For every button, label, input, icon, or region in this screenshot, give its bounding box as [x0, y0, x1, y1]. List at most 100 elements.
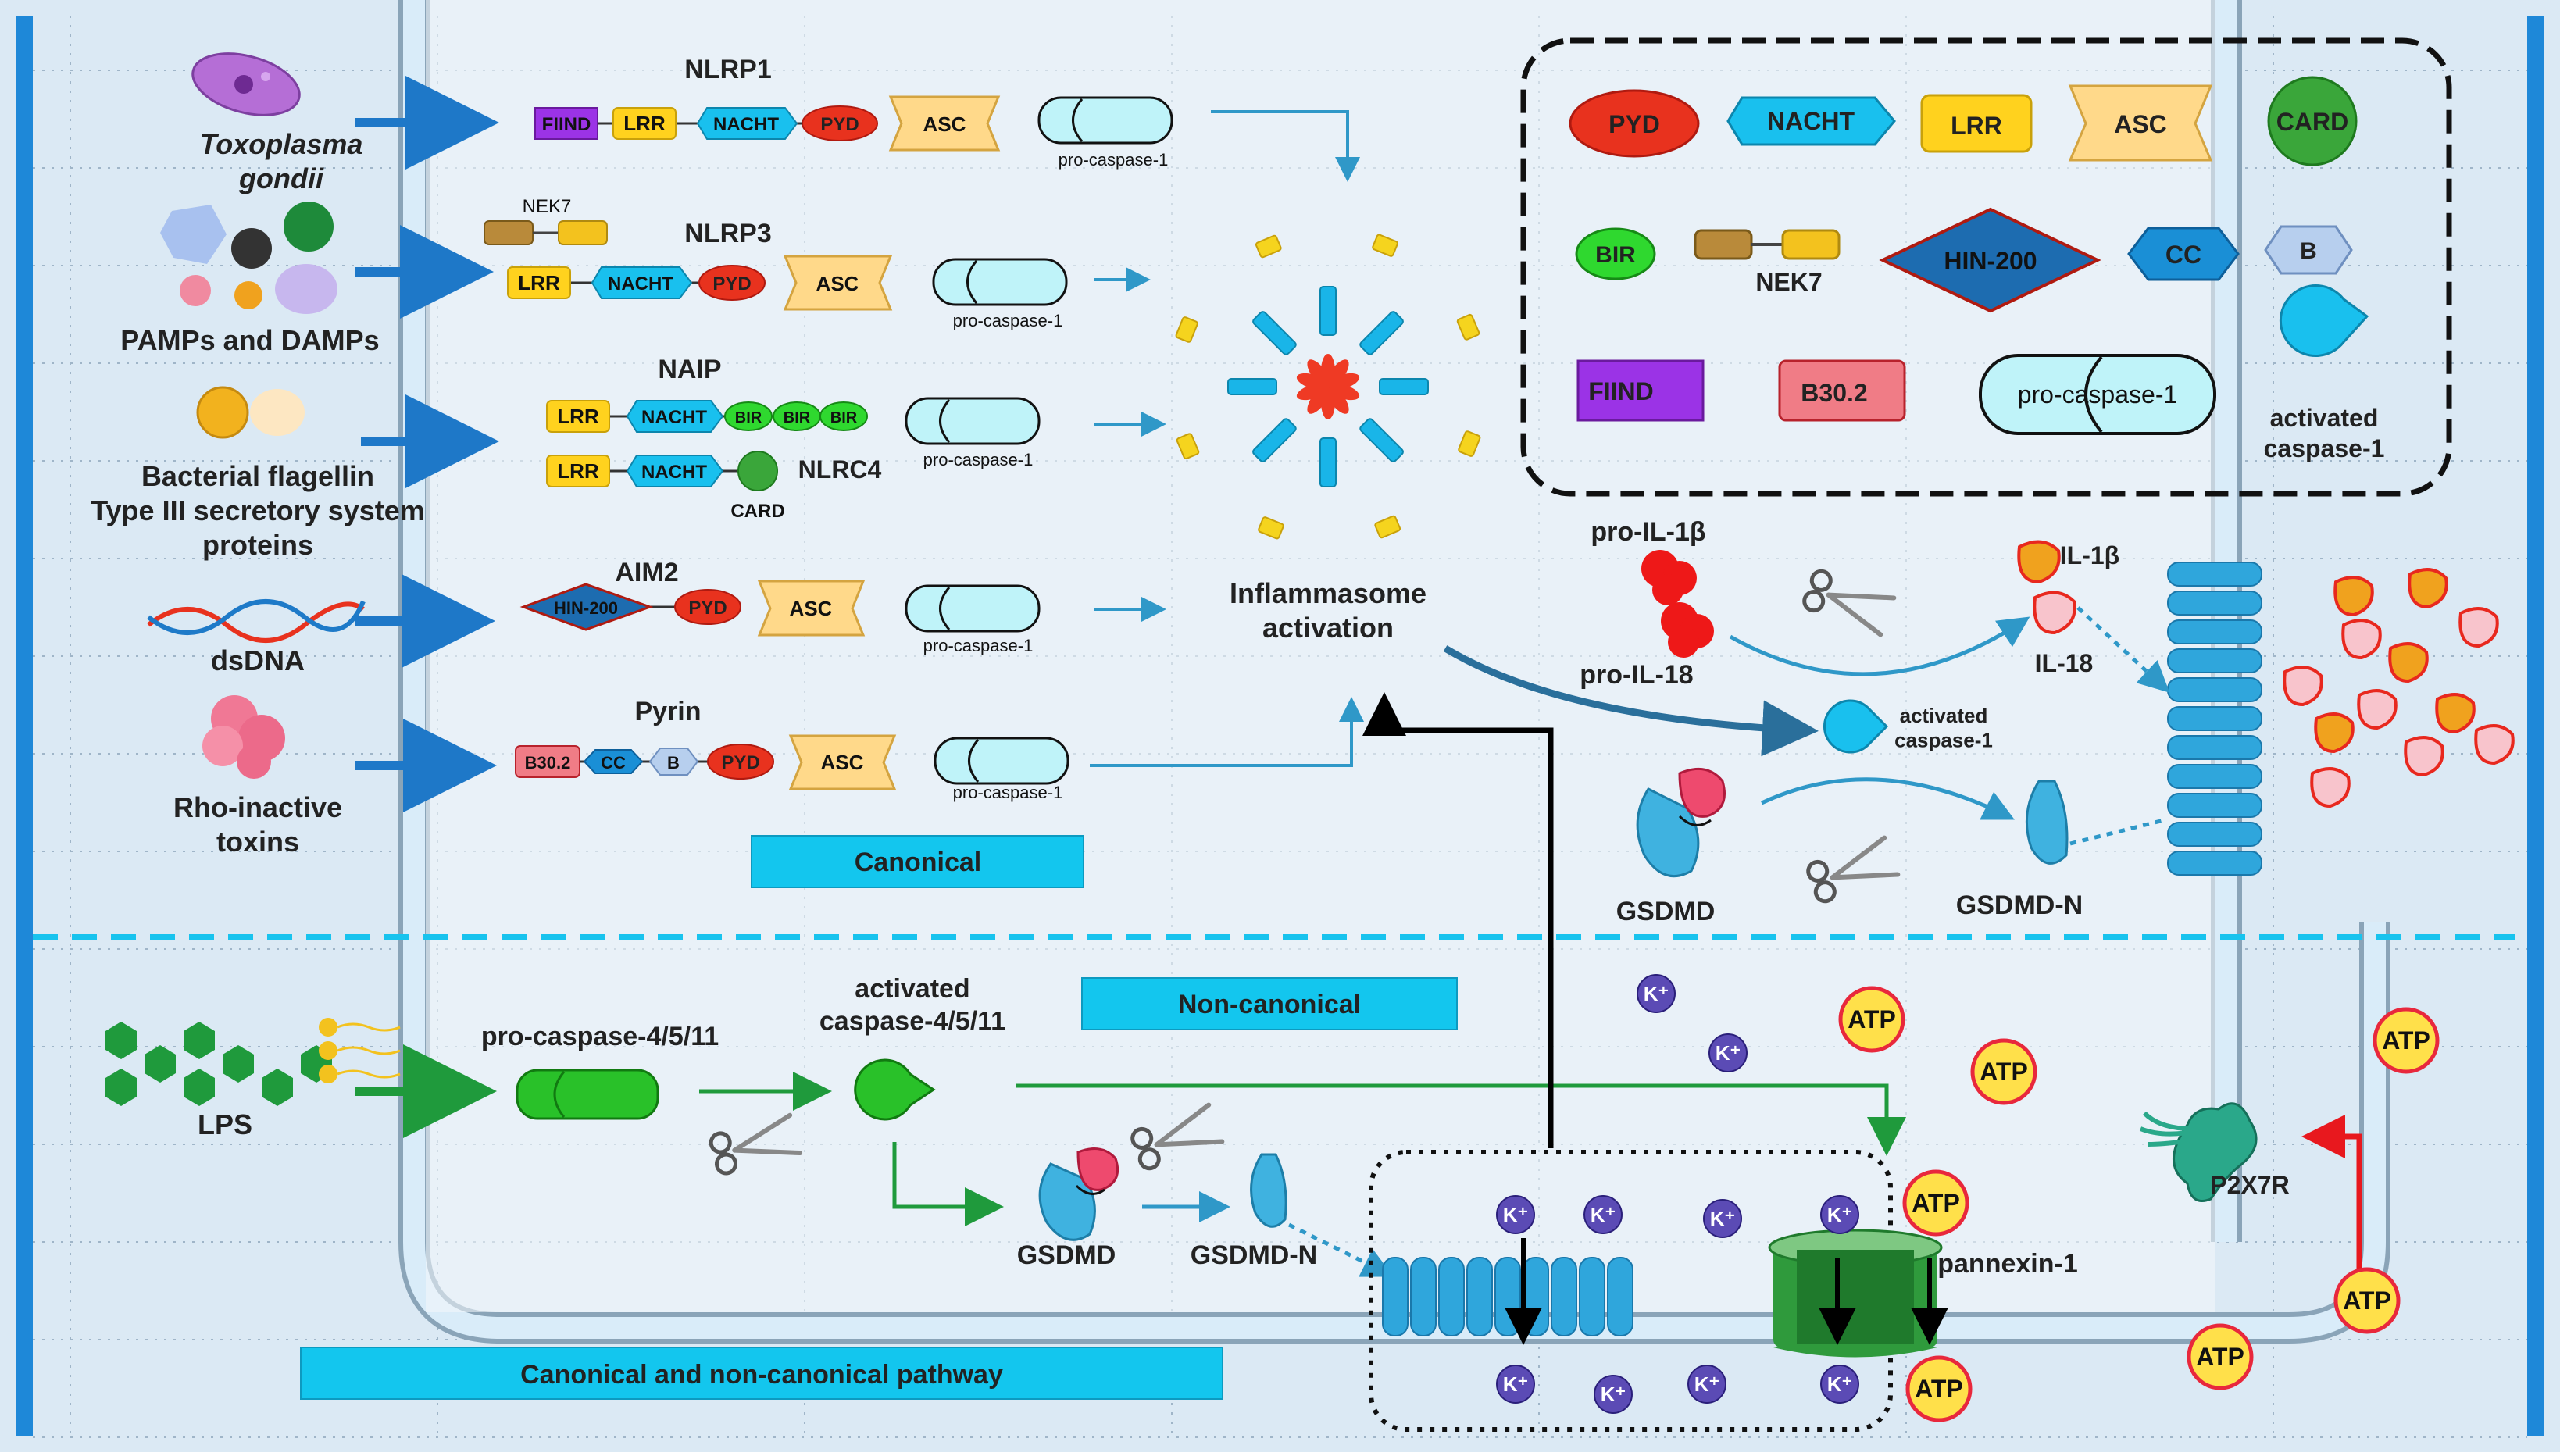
activated-caspase-1-icon	[1823, 699, 1889, 754]
pamps-damps-icon	[160, 202, 337, 314]
svg-text:CC: CC	[2165, 241, 2201, 269]
il1b-icon	[2017, 540, 2061, 584]
noncanonical-label: Non-canonical	[1178, 990, 1361, 1019]
nlrp1-asc: ASC	[888, 95, 1001, 152]
flagellin-icon	[196, 386, 305, 439]
svg-text:FIIND: FIIND	[542, 114, 591, 135]
nlrp1-complex: FIIND LRR NACHT PYD	[534, 105, 878, 141]
legend-lrr: LRR	[1920, 94, 2033, 153]
sensor-aim2-label: AIM2	[615, 558, 678, 587]
atp-molecule: ATP	[2187, 1323, 2254, 1390]
svg-text:pro-caspase-1: pro-caspase-1	[923, 636, 1034, 655]
legend-nek7: NEK7	[1694, 229, 1841, 296]
dsdna-icon	[147, 599, 366, 643]
gsdmd-n-label-upper: GSDMD-N	[1956, 890, 2083, 920]
svg-text:NACHT: NACHT	[713, 114, 779, 135]
svg-text:ATP: ATP	[1912, 1189, 1960, 1217]
canonical-noncanonical-box	[300, 1347, 1223, 1400]
svg-text:NEK7: NEK7	[523, 196, 572, 217]
activated-caspase-4-5-11-icon	[854, 1058, 936, 1121]
svg-text:HIN-200: HIN-200	[1944, 247, 2037, 275]
nlrp3-procaspase-1: pro-caspase-1	[932, 258, 1068, 330]
gsdmd-n-icon-lower	[1250, 1153, 1287, 1228]
pyrin-procaspase-1: pro-caspase-1	[934, 737, 1069, 802]
svg-text:LRR: LRR	[1951, 112, 2002, 140]
noncanonical-box	[1081, 977, 1458, 1030]
svg-text:PYD: PYD	[688, 598, 727, 619]
aim2-procaspase-1: pro-caspase-1	[905, 584, 1041, 655]
svg-text:BIR: BIR	[784, 409, 811, 426]
nek7-small: NEK7	[484, 196, 608, 245]
svg-text:ATP: ATP	[1848, 1005, 1896, 1033]
legend-b302: B30.2	[1778, 359, 1906, 422]
atp-molecule: ATP	[2373, 1007, 2440, 1074]
gsdmd-pore-right	[2167, 562, 2262, 876]
aim2-asc: ASC	[757, 580, 866, 637]
aim2-complex: HIN-200 PYD	[519, 583, 741, 631]
svg-text:K⁺: K⁺	[1591, 1203, 1616, 1226]
toxoplasma-icon	[191, 52, 301, 116]
svg-text:LRR: LRR	[557, 459, 599, 483]
svg-text:ATP: ATP	[1980, 1058, 2028, 1086]
released-cytokines	[2283, 568, 2515, 808]
gsdmd-label-lower: GSDMD	[1017, 1240, 1116, 1270]
svg-text:LRR: LRR	[518, 271, 560, 294]
gsdmd-icon-upper	[1636, 767, 1726, 878]
svg-text:PYD: PYD	[1608, 110, 1660, 138]
il1b-label: IL-1β	[2060, 541, 2119, 569]
svg-text:B: B	[2300, 238, 2317, 264]
svg-text:CARD: CARD	[2276, 108, 2348, 136]
potassium-ion: K⁺	[1496, 1365, 1535, 1404]
pannexin-1-channel	[1768, 1229, 1943, 1358]
p2x7r-receptor-icon	[2139, 1102, 2258, 1202]
legend-hin200: HIN-200	[1879, 207, 2101, 313]
svg-text:BIR: BIR	[830, 409, 858, 426]
lps-icon	[105, 1018, 401, 1106]
atp-molecule: ATP	[1970, 1038, 2037, 1105]
atp-molecule: ATP	[1838, 986, 1905, 1053]
potassium-ion: K⁺	[1820, 1365, 1859, 1404]
svg-text:pro-caspase-1: pro-caspase-1	[953, 783, 1063, 802]
svg-text:LRR: LRR	[623, 112, 666, 135]
potassium-ion: K⁺	[1820, 1195, 1859, 1234]
legend-asc: ASC	[2068, 84, 2213, 162]
p2x7r-label: P2X7R	[2210, 1171, 2289, 1199]
potassium-ion: K⁺	[1687, 1365, 1726, 1404]
il18-label: IL-18	[2035, 649, 2094, 677]
svg-text:K⁺: K⁺	[1716, 1041, 1741, 1065]
svg-text:pro-caspase-1: pro-caspase-1	[923, 450, 1034, 469]
gsdmd-cleavage-arrow	[1760, 777, 2015, 820]
gsdmd-pore-lower	[1382, 1257, 1633, 1336]
legend-pyd: PYD	[1569, 89, 1700, 158]
trigger-dsdna: dsDNA	[211, 644, 305, 676]
svg-text:K⁺: K⁺	[1827, 1372, 1853, 1396]
svg-text:NEK7: NEK7	[1755, 268, 1822, 296]
svg-text:ASC: ASC	[821, 751, 864, 774]
svg-text:K⁺: K⁺	[1827, 1203, 1853, 1226]
legend-cc: CC	[2127, 227, 2240, 281]
sensor-pyrin-label: Pyrin	[634, 697, 701, 726]
legend-nacht: NACHT	[1726, 96, 1896, 146]
svg-text:HIN-200: HIN-200	[554, 598, 618, 618]
atp-to-p2x7r-arrow	[2301, 1115, 2362, 1281]
nlrp3-asc: ASC	[783, 255, 893, 311]
svg-text:B30.2: B30.2	[525, 753, 571, 773]
svg-text:ASC: ASC	[816, 272, 859, 295]
legend-box	[1520, 37, 2452, 497]
nlrp3-complex: LRR NACHT PYD	[507, 265, 766, 301]
svg-text:PYD: PYD	[712, 273, 751, 294]
to-activated-caspase-arrow	[1443, 645, 1819, 757]
svg-text:ASC: ASC	[790, 597, 833, 620]
sensor-naip-label: NAIP	[658, 355, 721, 384]
svg-text:K⁺: K⁺	[1503, 1372, 1529, 1396]
svg-text:NACHT: NACHT	[641, 407, 707, 428]
nlrc4-complex: LRR NACHT CARD NLRC4	[546, 451, 882, 522]
pannexin-1-label: pannexin-1	[1937, 1249, 2077, 1279]
